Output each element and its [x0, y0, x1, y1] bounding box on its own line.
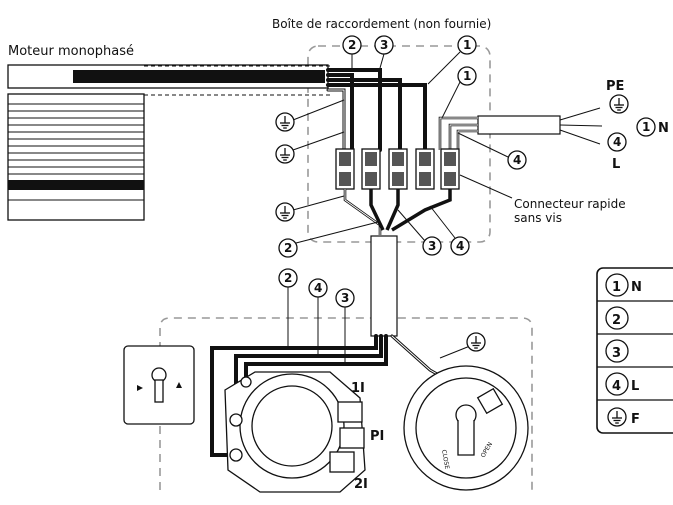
mains-n-label: N — [658, 121, 669, 136]
switch-terminal-pi: PI — [370, 429, 384, 444]
junction-box-outline — [307, 45, 491, 243]
svg-text:4: 4 — [612, 379, 621, 394]
switch-terminal-2: 2I — [354, 477, 368, 492]
svg-text:CLOSE: CLOSE — [440, 449, 450, 470]
svg-text:4: 4 — [456, 239, 464, 253]
mains-l-label: L — [612, 157, 620, 172]
connector-to-cable-wires — [343, 189, 452, 235]
quick-connector-label: Connecteur rapide — [514, 197, 626, 211]
svg-text:L: L — [631, 379, 639, 394]
switch-zone-outline — [159, 317, 533, 490]
svg-text:2: 2 — [612, 313, 621, 328]
svg-text:1: 1 — [463, 38, 471, 52]
svg-text:3: 3 — [341, 291, 349, 305]
motor-wires — [326, 68, 427, 152]
svg-text:1: 1 — [463, 69, 471, 83]
switch-terminal-1: 1I — [351, 381, 365, 396]
junction-box-title: Boîte de raccordement (non fournie) — [272, 17, 491, 31]
lower-cable-sheath — [370, 235, 398, 337]
svg-text:1: 1 — [642, 120, 650, 134]
svg-text:3: 3 — [380, 38, 388, 52]
mains-cable — [438, 107, 603, 150]
svg-text:2: 2 — [284, 241, 292, 255]
motor-title: Moteur monophasé — [8, 44, 134, 59]
switch-mechanism — [224, 371, 366, 493]
key-switch — [123, 345, 195, 425]
quick-connector-label-2: sans vis — [514, 211, 562, 225]
svg-text:F: F — [631, 412, 640, 427]
motor-body — [7, 64, 329, 221]
svg-text:2: 2 — [348, 38, 356, 52]
svg-text:N: N — [631, 280, 642, 295]
svg-text:2: 2 — [284, 271, 292, 285]
quick-connectors — [335, 148, 460, 190]
svg-text:1: 1 — [612, 280, 621, 295]
callout-markers — [278, 35, 527, 308]
svg-text:4: 4 — [314, 281, 322, 295]
cover-plate — [403, 365, 529, 491]
svg-text:3: 3 — [612, 346, 621, 361]
mains-pe-label: PE — [606, 79, 624, 94]
svg-text:4: 4 — [613, 135, 621, 149]
svg-text:4: 4 — [513, 153, 521, 167]
legend-table: 1 2 3 4 N L F — [596, 267, 673, 434]
svg-text:3: 3 — [428, 239, 436, 253]
